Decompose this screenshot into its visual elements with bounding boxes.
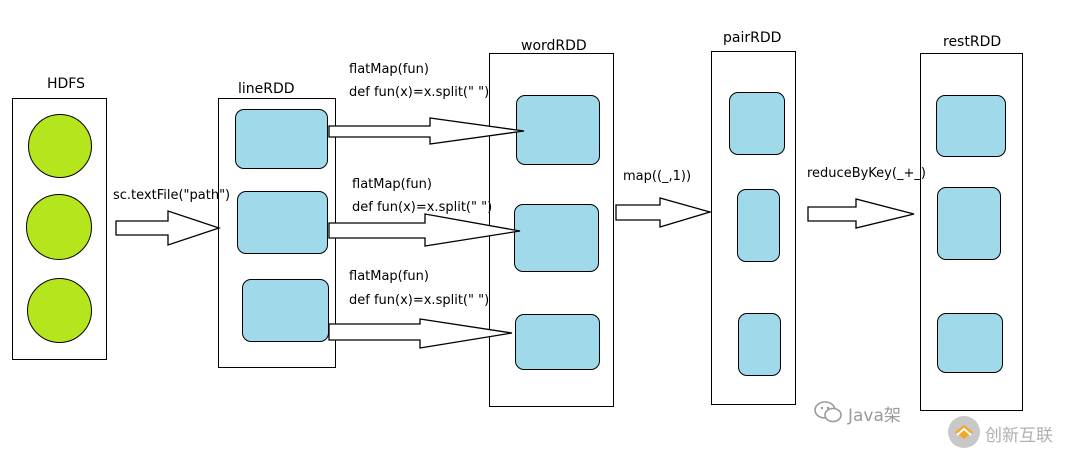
rest-rdd-partition-2: [937, 187, 1001, 260]
hdfs-block-1: [28, 114, 92, 178]
wechat-icon: [814, 401, 842, 423]
flatmap-3-def: def fun(x)=x.split(" "): [349, 293, 490, 308]
line-rdd-partition-1: [235, 109, 328, 169]
line-rdd-partition-2: [237, 191, 328, 254]
hdfs-block-3: [27, 278, 92, 343]
arrow-flatmap-1: [328, 117, 525, 145]
flatmap-1-title: flatMap(fun): [349, 62, 429, 77]
arrow-map: [615, 197, 713, 228]
word-rdd-title: wordRDD: [521, 38, 587, 54]
flatmap-2-def: def fun(x)=x.split(" "): [352, 200, 493, 215]
reduce-label: reduceByKey(_+_): [807, 166, 926, 181]
rest-rdd-partition-3: [937, 313, 1003, 373]
arrow-flatmap-3: [328, 318, 513, 349]
flatmap-2-title: flatMap(fun): [352, 177, 432, 192]
pair-rdd-partition-2: [737, 189, 780, 262]
line-rdd-title: lineRDD: [238, 81, 295, 97]
map-label: map((_,1)): [623, 169, 692, 184]
pair-rdd-partition-1: [729, 92, 785, 155]
arrow-textfile: [115, 210, 222, 246]
watermark-text-2: 创新互联: [985, 426, 1053, 446]
word-rdd-partition-2: [514, 204, 599, 272]
logo-icon: [948, 416, 980, 448]
arrow-reduce: [807, 198, 915, 229]
pair-rdd-partition-3: [738, 313, 781, 376]
arrow-flatmap-2: [328, 213, 521, 247]
word-rdd-partition-1: [516, 95, 600, 165]
word-rdd-partition-3: [515, 314, 600, 370]
hdfs-block-2: [26, 194, 92, 260]
flatmap-1-def: def fun(x)=x.split(" "): [349, 85, 490, 100]
hdfs-title: HDFS: [47, 76, 86, 92]
rest-rdd-title: restRDD: [943, 34, 1002, 50]
pair-rdd-title: pairRDD: [723, 30, 782, 46]
rest-rdd-partition-1: [936, 95, 1006, 157]
line-rdd-partition-3: [242, 279, 329, 342]
textfile-label: sc.textFile("path"): [113, 188, 231, 203]
watermark-text-1: Java架: [848, 406, 901, 426]
flatmap-3-title: flatMap(fun): [349, 269, 429, 284]
